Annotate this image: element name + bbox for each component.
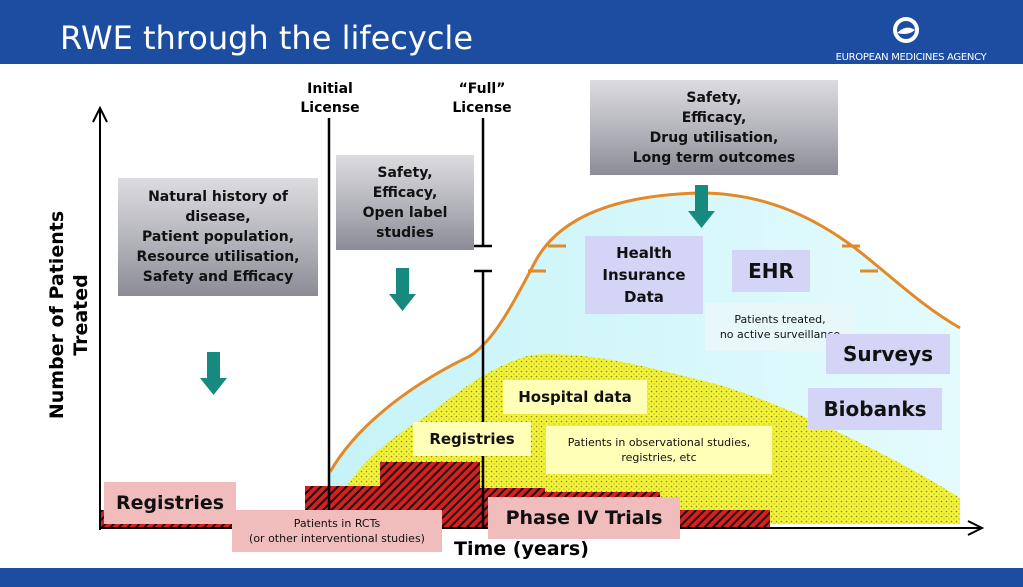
phase-iv-trials-label: Phase IV Trials — [488, 497, 680, 539]
ema-logo-icon — [893, 17, 919, 43]
ema-logo: EUROPEAN MEDICINES AGENCY — [826, 14, 996, 63]
observational-studies-label: Patients in observational studies, regis… — [546, 426, 772, 474]
down-arrow-icon — [389, 268, 416, 311]
x-axis-label: Time (years) — [454, 538, 589, 560]
hospital-data-label: Hospital data — [503, 380, 647, 414]
open-label-box: Safety, Efficacy, Open label studies — [336, 155, 474, 250]
surveys-label: Surveys — [826, 334, 950, 374]
long-term-outcomes-box: Safety, Efficacy, Drug utilisation, Long… — [590, 80, 838, 175]
initial-license-label: Initial License — [300, 81, 360, 116]
registries-left-label: Registries — [104, 482, 236, 524]
biobanks-label: Biobanks — [808, 388, 942, 430]
x-axis-arrowhead — [967, 520, 985, 536]
full-license-label: “Full” License — [452, 81, 512, 116]
ema-logo-text: EUROPEAN MEDICINES AGENCY — [835, 52, 987, 63]
natural-history-box: Natural history of disease, Patient popu… — [118, 178, 318, 296]
total-use-curve — [328, 191, 961, 473]
y-axis-arrowhead — [92, 105, 108, 123]
registries-mid-label: Registries — [413, 422, 531, 456]
footer-bar — [0, 568, 1023, 587]
header-bar — [0, 0, 1023, 64]
down-arrow-icon — [688, 185, 715, 228]
y-axis-label: Number of Patients Treated — [46, 210, 92, 420]
down-arrow-icon — [200, 352, 227, 395]
page-title: RWE through the lifecycle — [60, 19, 473, 57]
health-insurance-label: Health Insurance Data — [585, 236, 703, 314]
ehr-label: EHR — [732, 250, 810, 292]
rcts-label: Patients in RCTs (or other interventiona… — [232, 510, 442, 552]
